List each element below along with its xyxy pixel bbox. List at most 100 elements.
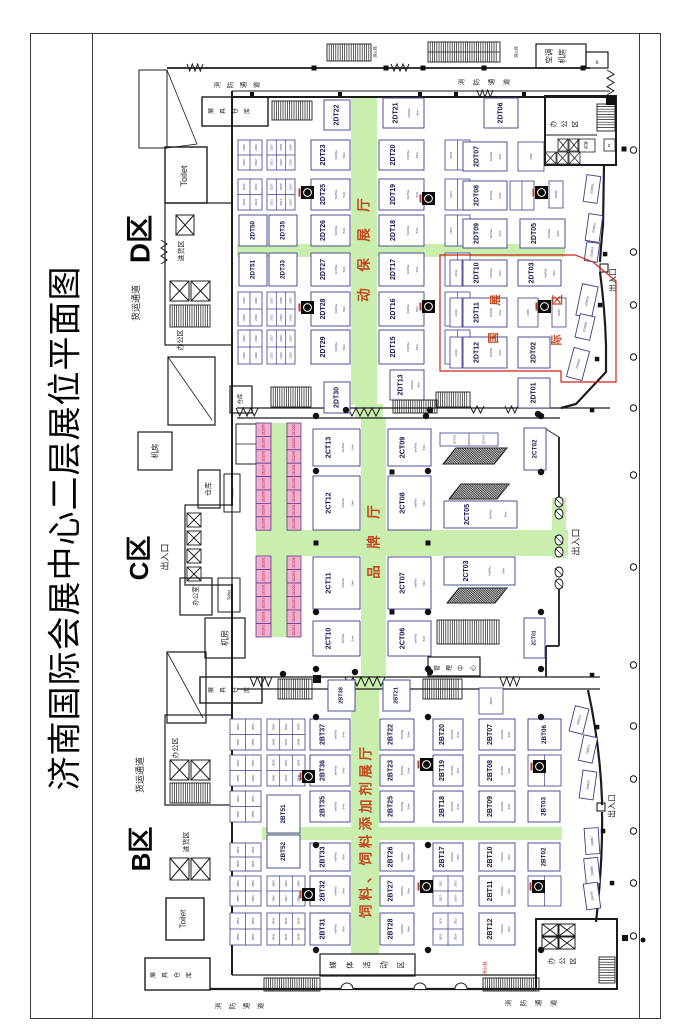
svg-text:2D205: 2D205 <box>262 478 266 489</box>
svg-text:区: 区 <box>572 121 580 128</box>
svg-text:2B45: 2B45 <box>297 759 301 766</box>
svg-text:2BT33: 2BT33 <box>319 846 326 867</box>
svg-text:54m: 54m <box>422 580 426 586</box>
svg-text:2D53: 2D53 <box>526 309 530 316</box>
svg-text:54m: 54m <box>552 270 556 276</box>
svg-text:2DT33: 2DT33 <box>280 260 287 279</box>
svg-text:54m: 54m <box>351 580 355 586</box>
svg-text:消: 消 <box>213 81 222 88</box>
svg-text:2D27: 2D27 <box>270 297 274 304</box>
svg-text:2B53: 2B53 <box>236 880 240 887</box>
svg-text:2D71: 2D71 <box>449 227 453 234</box>
svg-text:2D205: 2D205 <box>262 465 266 476</box>
svg-text:2D205: 2D205 <box>262 505 266 516</box>
svg-text:2B13: 2B13 <box>439 895 443 902</box>
svg-text:2DT10: 2DT10 <box>474 262 481 283</box>
svg-text:2DT50: 2DT50 <box>250 221 257 240</box>
svg-text:道: 道 <box>502 78 511 85</box>
svg-text:6mP9a: 6mP9a <box>450 765 454 775</box>
svg-text:2BT10: 2BT10 <box>487 846 494 867</box>
svg-text:2BT25: 2BT25 <box>387 796 394 817</box>
svg-text:2BT35: 2BT35 <box>319 796 326 817</box>
svg-text:2D27: 2D27 <box>270 335 274 342</box>
svg-text:2D12: 2D12 <box>279 352 283 359</box>
svg-text:2B56: 2B56 <box>251 774 255 781</box>
svg-text:6mP9a: 6mP9a <box>489 190 493 200</box>
svg-text:出入口: 出入口 <box>159 543 170 570</box>
svg-text:办公区: 办公区 <box>176 330 185 351</box>
svg-text:6mP9a: 6mP9a <box>400 729 404 739</box>
svg-text:通: 通 <box>239 81 248 88</box>
svg-text:54m: 54m <box>507 888 511 894</box>
svg-text:2B46: 2B46 <box>271 933 275 940</box>
svg-text:2DT16: 2DT16 <box>390 298 397 319</box>
svg-text:2D201: 2D201 <box>292 611 296 622</box>
svg-text:2DT05: 2DT05 <box>531 223 538 244</box>
svg-text:2D205: 2D205 <box>262 518 266 529</box>
svg-text:体: 体 <box>345 961 355 969</box>
svg-text:2BT17: 2BT17 <box>439 846 446 867</box>
svg-text:2BT52: 2BT52 <box>280 842 287 861</box>
svg-text:Toilet: Toilet <box>230 487 235 497</box>
svg-text:2BT22: 2BT22 <box>387 724 394 745</box>
svg-text:2D205: 2D205 <box>262 438 266 449</box>
svg-text:2D201: 2D201 <box>292 571 296 582</box>
svg-text:6mP9a: 6mP9a <box>406 225 410 235</box>
svg-text:6mP9a: 6mP9a <box>334 924 338 934</box>
svg-text:2D205: 2D205 <box>292 518 296 529</box>
svg-text:2D201: 2D201 <box>262 571 266 582</box>
svg-text:2CT06: 2CT06 <box>397 628 406 650</box>
svg-text:2D12: 2D12 <box>279 198 283 205</box>
svg-text:6mP9a: 6mP9a <box>400 924 404 934</box>
svg-text:2BT36: 2BT36 <box>319 760 326 781</box>
svg-text:54m: 54m <box>351 635 355 641</box>
svg-text:2B11: 2B11 <box>439 917 443 924</box>
svg-text:2D36: 2D36 <box>254 144 258 151</box>
svg-text:2B12: 2B12 <box>454 880 458 887</box>
svg-text:6mP9a: 6mP9a <box>334 886 338 896</box>
svg-text:2D205: 2D205 <box>292 451 296 462</box>
svg-text:2B12: 2B12 <box>454 917 458 924</box>
svg-text:2DW14: 2DW14 <box>589 246 594 257</box>
svg-text:54m: 54m <box>498 153 502 159</box>
svg-text:消: 消 <box>457 78 466 85</box>
svg-text:2CT02: 2CT02 <box>532 439 539 458</box>
svg-text:2BT06: 2BT06 <box>541 725 548 744</box>
svg-text:2CT03: 2CT03 <box>463 560 470 581</box>
svg-text:空调: 空调 <box>544 49 554 64</box>
svg-text:2D12: 2D12 <box>279 314 283 321</box>
svg-text:2D07: 2D07 <box>288 183 292 190</box>
svg-text:54m: 54m <box>342 344 346 350</box>
svg-text:济南国际会展中心二层展位平面图: 济南国际会展中心二层展位平面图 <box>47 266 85 791</box>
svg-text:6mP9a: 6mP9a <box>489 268 493 278</box>
svg-text:办: 办 <box>549 121 558 128</box>
svg-text:54m: 54m <box>498 192 502 198</box>
svg-text:54m: 54m <box>342 227 346 233</box>
svg-text:6mP9a: 6mP9a <box>500 852 504 862</box>
svg-text:2DT11: 2DT11 <box>474 302 481 323</box>
svg-text:Toilet: Toilet <box>179 165 189 187</box>
svg-text:2D201: 2D201 <box>292 584 296 595</box>
svg-text:54m: 54m <box>507 803 511 809</box>
svg-text:2DT29: 2DT29 <box>320 336 327 357</box>
svg-text:2BT11: 2BT11 <box>487 881 494 902</box>
svg-text:2DT02: 2DT02 <box>531 342 538 363</box>
svg-text:54m: 54m <box>342 888 346 894</box>
svg-text:具: 具 <box>220 687 227 693</box>
svg-text:2DT22: 2DT22 <box>334 104 341 125</box>
svg-text:2CT13: 2CT13 <box>324 437 333 459</box>
svg-text:6mP9a: 6mP9a <box>487 566 491 576</box>
svg-text:展: 展 <box>208 687 215 693</box>
svg-text:库: 库 <box>243 687 251 693</box>
svg-text:2D32: 2D32 <box>254 314 258 321</box>
svg-text:2D201: 2D201 <box>262 557 266 568</box>
svg-text:2D12: 2D12 <box>454 309 458 317</box>
svg-text:仓库: 仓库 <box>236 393 244 405</box>
svg-text:2B43: 2B43 <box>271 759 275 766</box>
svg-text:出入口: 出入口 <box>608 268 618 292</box>
svg-text:2DT20: 2DT20 <box>390 144 397 165</box>
svg-text:2D51: 2D51 <box>557 309 561 317</box>
svg-text:6mP9a: 6mP9a <box>450 852 454 862</box>
svg-text:2B43: 2B43 <box>271 880 275 887</box>
svg-text:2DT27: 2DT27 <box>320 259 327 280</box>
